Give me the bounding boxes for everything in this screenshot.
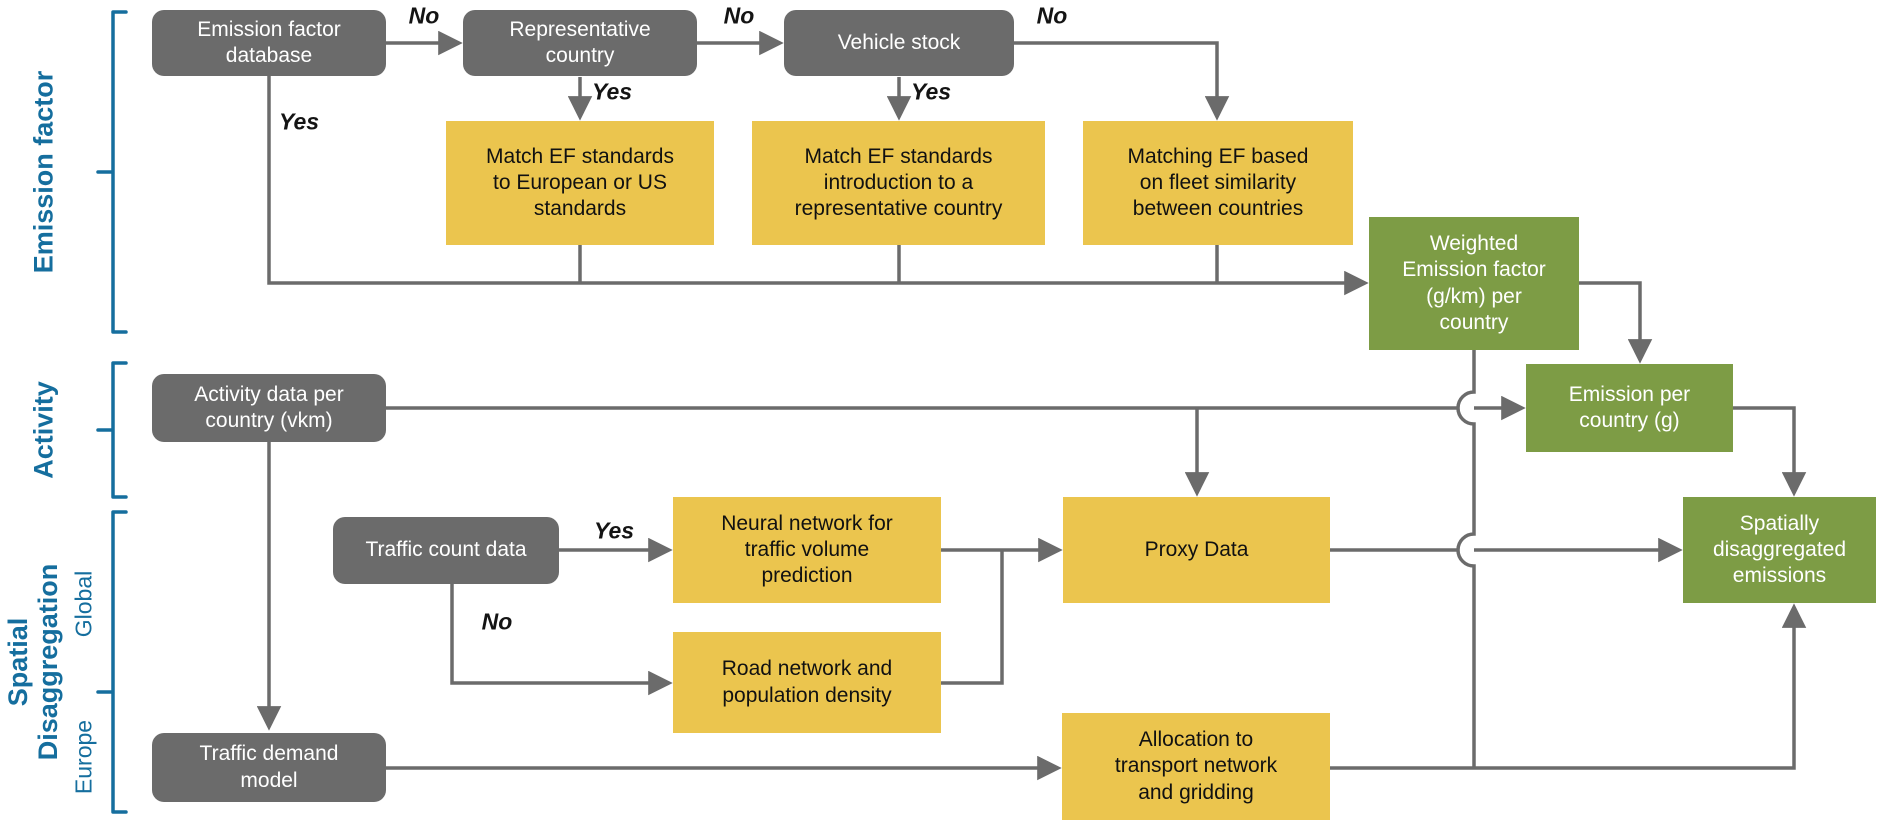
edge-label-no-vehicle-fleet: No: [1036, 2, 1068, 29]
node-vehicle-stock: Vehicle stock: [784, 10, 1014, 76]
connector-efdb-yes-to-weighted: [267, 76, 1369, 296]
node-proxy-data: Proxy Data: [1063, 497, 1330, 603]
node-emission-factor-database: Emission factor database: [152, 10, 386, 76]
connector-allocation-to-spatial: [1330, 603, 1807, 770]
sub-label-europe: Europe: [70, 719, 97, 795]
section-label-emission-factor: Emission factor: [28, 70, 59, 274]
section-label-activity: Activity: [28, 381, 59, 479]
node-neural-network: Neural network for traffic volume predic…: [673, 497, 941, 603]
node-weighted-emission-factor: Weighted Emission factor (g/km) per coun…: [1369, 217, 1579, 350]
node-road-network-population: Road network and population density: [673, 632, 941, 733]
edge-label-no-rep-vehicle: No: [723, 2, 755, 29]
connector-trafficcount-no-to-road: [450, 584, 673, 696]
node-emission-per-country: Emission per country (g): [1526, 364, 1733, 452]
node-representative-country: Representative country: [463, 10, 697, 76]
connector-weighted-down-with-jumps: [1456, 350, 1476, 768]
node-traffic-demand-model: Traffic demand model: [152, 733, 386, 802]
edge-label-yes-ef-db: Yes: [278, 108, 320, 135]
edge-label-yes-vehicle: Yes: [910, 78, 952, 105]
node-match-ef-standards: Match EF standards to European or US sta…: [446, 121, 714, 245]
edge-label-no-db-rep: No: [408, 2, 440, 29]
connector-road-merge-up: [941, 550, 1004, 685]
section-label-spatial-disaggregation: Spatial Disaggregation: [2, 563, 63, 761]
bracket-activity: [96, 361, 128, 499]
edge-label-yes-rep: Yes: [591, 78, 633, 105]
bracket-emission-factor: [96, 10, 128, 334]
connector-vehicle-to-fleetmatch: [1014, 41, 1230, 121]
node-allocation-transport-network: Allocation to transport network and grid…: [1062, 713, 1330, 820]
connector-weighted-to-emission: [1579, 281, 1653, 364]
node-traffic-count-data: Traffic count data: [333, 517, 559, 584]
bracket-spatial-disaggregation: [96, 510, 128, 814]
sub-label-global: Global: [70, 570, 97, 638]
connector-emission-to-spatial: [1733, 406, 1807, 497]
node-spatially-disaggregated-emissions: Spatially disaggregated emissions: [1683, 497, 1876, 603]
node-matching-ef-fleet-similarity: Matching EF based on fleet similarity be…: [1083, 121, 1353, 245]
edge-label-no-traffic-count: No: [481, 608, 513, 635]
edge-label-yes-traffic-count: Yes: [593, 517, 635, 544]
node-match-ef-introduction: Match EF standards introduction to a rep…: [752, 121, 1045, 245]
node-activity-data-per-country: Activity data per country (vkm): [152, 374, 386, 442]
